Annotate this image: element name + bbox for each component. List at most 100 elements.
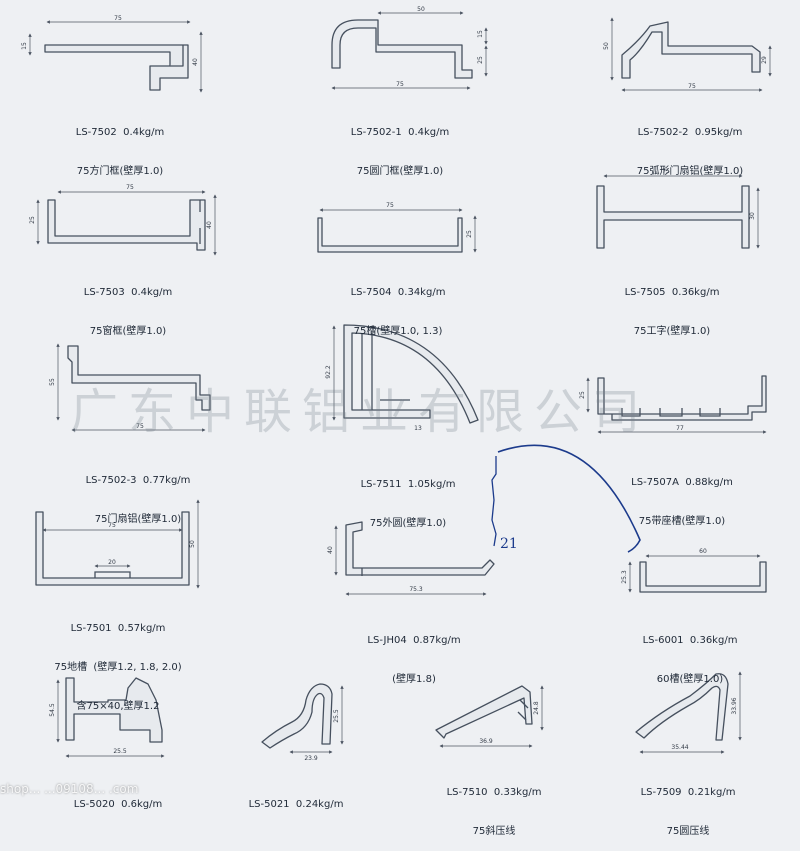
desc: 75门扇铝(壁厚1.0) [94, 514, 182, 525]
dim-ls7509-33-96: 33.96 [731, 697, 738, 714]
caption-ls7502: LS-7502 0.4kg/m 75方门框(壁厚1.0) [76, 100, 165, 191]
desc: 75斜压线 [472, 826, 516, 837]
desc: 75外圆(壁厚1.0) [369, 518, 447, 529]
code: LS-7501 [70, 623, 112, 634]
profile-ls7501-drawing: 75 20 50 [35, 499, 200, 589]
dim-ls7505-30: 30 [749, 212, 756, 220]
desc: 75工字(壁厚1.0) [633, 326, 711, 337]
caption-ls6001: LS-6001 0.36kg/m 60槽(壁厚1.0) [643, 608, 738, 699]
caption-ls7507a: LS-7507A 0.88kg/m 75带座槽(壁厚1.0) [631, 450, 733, 541]
caption-ls5021: LS-5021 0.24kg/m [249, 772, 344, 824]
profile-ls5021-drawing: 25.5 23.9 [261, 683, 344, 762]
dim-ls7502-40: 40 [192, 58, 199, 66]
profile-ls7507a-drawing: 25 77 [579, 375, 767, 434]
weight: 0.4kg/m [131, 287, 173, 298]
dim-ls7509-35-44: 35.44 [671, 744, 688, 751]
profile-ls7503-drawing: 75 25 40 [29, 184, 217, 256]
dim-ls7510-36-9: 36.9 [479, 738, 493, 745]
dim-ls7501-75: 75 [108, 522, 116, 529]
dim-ls7511-13: 13 [414, 425, 422, 432]
dim-ls7502-2-29: 29 [761, 56, 768, 64]
desc: 75窗框(壁厚1.0) [89, 326, 167, 337]
weight: 0.33kg/m [493, 787, 542, 798]
code: LS-7502-2 [637, 127, 689, 138]
dim-ls7511-92-2: 92.2 [325, 365, 332, 379]
profile-catalog-sheet: 75 15 40 50 15 25 75 50 29 75 75 25 40 [0, 6, 772, 837]
dim-ls7502-2-75: 75 [688, 83, 696, 90]
profile-lsjh04-drawing: 40 75.3 [327, 521, 495, 596]
code: LS-7502-3 [85, 475, 137, 486]
desc: 75弧形门扇铝(壁厚1.0) [636, 166, 744, 177]
weight: 0.36kg/m [671, 287, 720, 298]
dim-ls6001-25-3: 25.3 [621, 570, 628, 584]
weight: 0.88kg/m [685, 477, 733, 488]
dim-ls7501-20: 20 [108, 559, 116, 566]
caption-lsjh04: LS-JH04 0.87kg/m (壁厚1.8) [367, 608, 460, 699]
caption-ls7503: LS-7503 0.4kg/m 75窗框(壁厚1.0) [84, 260, 173, 351]
weight: 0.21kg/m [687, 787, 736, 798]
code: LS-7509 [640, 787, 682, 798]
weight: 0.77kg/m [142, 475, 191, 486]
caption-ls7502-1: LS-7502-1 0.4kg/m 75圆门框(壁厚1.0) [351, 100, 449, 191]
profile-ls7502-1-drawing: 50 15 25 75 [331, 6, 488, 90]
code: LS-6001 [642, 635, 684, 646]
dim-ls5021-23-9: 23.9 [304, 755, 318, 762]
dim-ls7504-75: 75 [386, 202, 394, 209]
dim-ls7502-1-25: 25 [477, 56, 484, 64]
dim-ls7502-1-50: 50 [417, 6, 425, 13]
caption-ls7502-2: LS-7502-2 0.95kg/m 75弧形门扇铝(壁厚1.0) [637, 100, 743, 191]
dim-ls5021-25-5: 25.5 [333, 709, 340, 723]
profile-ls7502-drawing: 75 15 40 [21, 15, 203, 93]
dim-ls7502-2-50: 50 [603, 42, 610, 50]
desc: 75圆压线 [666, 826, 710, 837]
weight: 1.05kg/m [407, 479, 456, 490]
profile-ls7502-2-drawing: 50 29 75 [603, 17, 772, 92]
code: LS-7502-1 [350, 127, 402, 138]
desc: 75地槽 (壁厚1.2, 1.8, 2.0) [54, 662, 182, 673]
dim-ls7503-25: 25 [29, 216, 36, 224]
weight: 0.4kg/m [408, 127, 450, 138]
dim-ls7502-75: 75 [114, 15, 122, 22]
caption-ls7501: LS-7501 0.57kg/m 75地槽 (壁厚1.2, 1.8, 2.0) … [54, 596, 181, 726]
dim-ls7507a-77: 77 [676, 425, 684, 432]
dim-ls7502-15: 15 [21, 42, 28, 50]
dim-ls5020-54-5: 54.5 [49, 703, 56, 717]
weight: 0.34kg/m [397, 287, 446, 298]
profile-ls7505-drawing: 75 30 [596, 168, 760, 249]
code: LS-7511 [360, 479, 402, 490]
code: LS-5020 [73, 799, 115, 810]
profile-ls7510-drawing: 24.8 36.9 [435, 685, 544, 748]
profile-ls7509-drawing: 33.96 35.44 [635, 671, 742, 754]
code: LS-7504 [350, 287, 392, 298]
caption-ls7511: LS-7511 1.05kg/m 75外圆(壁厚1.0) [361, 452, 456, 543]
dim-lsjh04-40: 40 [327, 546, 334, 554]
handwritten-annotation: 21 [491, 444, 641, 553]
desc: 75方门框(壁厚1.0) [76, 166, 164, 177]
code: LS-7503 [83, 287, 125, 298]
code: LS-7507A [631, 477, 679, 488]
code: LS-7510 [446, 787, 488, 798]
caption-ls7510: LS-7510 0.33kg/m 75斜压线 [447, 760, 542, 851]
dim-ls5020-52-5: 25.5 [113, 748, 127, 755]
code: LS-JH04 [367, 635, 407, 646]
profile-ls7511-drawing: 92.2 13 [325, 324, 479, 432]
desc: 75带座槽(壁厚1.0) [638, 516, 726, 527]
profile-ls5020-drawing: 54.5 25.5 [49, 677, 165, 758]
desc: (壁厚1.8) [392, 674, 436, 685]
weight: 0.57kg/m [117, 623, 166, 634]
dim-ls7507a-25: 25 [579, 391, 586, 399]
dim-ls7502-3-75: 75 [136, 423, 144, 430]
weight: 0.87kg/m [413, 635, 461, 646]
profile-ls7504-drawing: 75 25 [317, 202, 477, 253]
dim-ls7510-24-8: 24.8 [533, 701, 540, 715]
code: LS-5021 [248, 799, 290, 810]
footer-watermark-url: shop... ...09108... .com [0, 782, 139, 796]
weight: 0.6kg/m [121, 799, 163, 810]
dim-lsjh04-75-3: 75.3 [409, 586, 423, 593]
dim-ls7505-75: 75 [662, 168, 670, 175]
dim-ls7504-25: 25 [466, 230, 473, 238]
caption-ls5020: LS-5020 0.6kg/m [74, 772, 163, 824]
code: LS-7502 [75, 127, 117, 138]
weight: 0.36kg/m [689, 635, 738, 646]
desc: 60槽(壁厚1.0) [656, 674, 724, 685]
